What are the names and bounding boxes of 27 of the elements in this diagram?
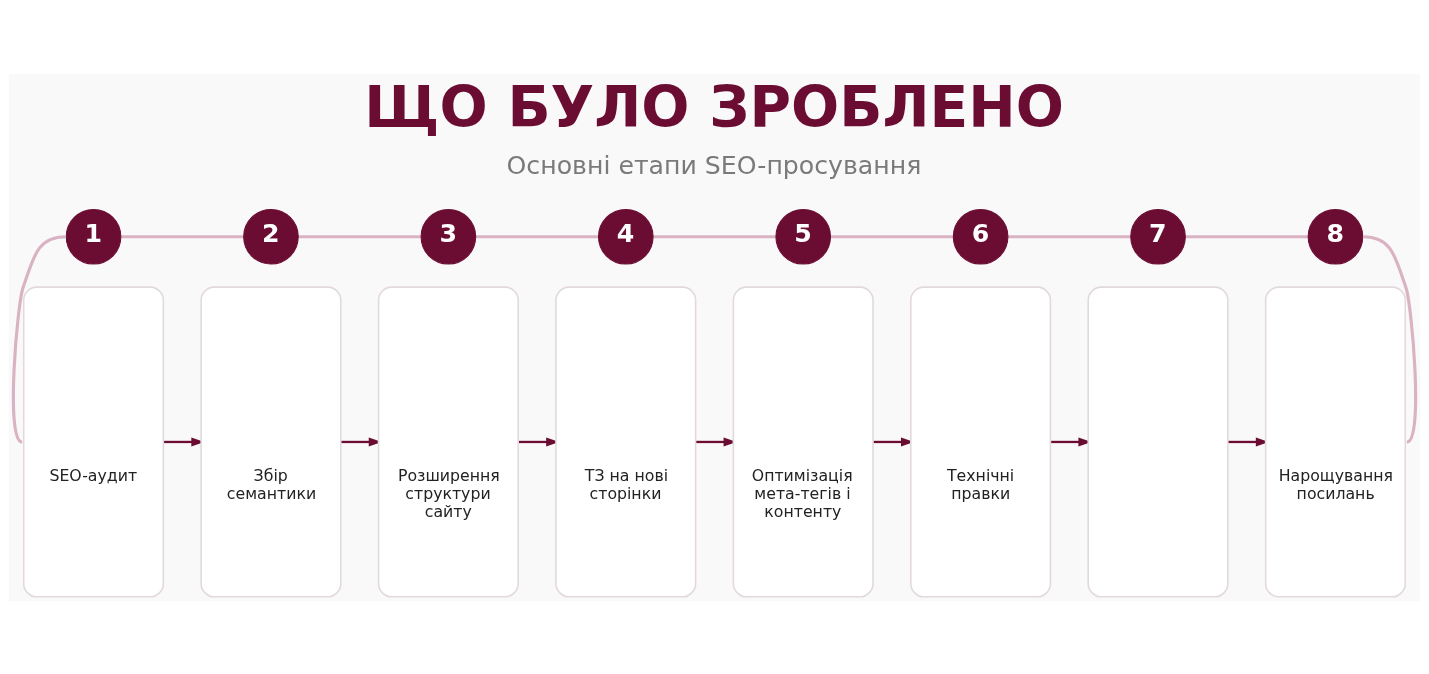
node-circle: 4 — [597, 208, 654, 265]
node-box: Оптимізація мета-тегів і контенту — [732, 285, 874, 598]
node-circle: 5 — [775, 208, 832, 265]
node-box: ТЗ на нові сторінки — [555, 285, 697, 598]
node-circle: 8 — [1307, 208, 1364, 265]
diagram-title: ЩО БУЛО ЗРОБЛЕНО — [364, 73, 1064, 140]
connector — [11, 234, 66, 443]
node-circle: 3 — [420, 208, 477, 265]
node-circle: 6 — [952, 208, 1009, 265]
connector — [120, 234, 244, 238]
label: Основні етапи SEO-просування — [506, 150, 922, 180]
node-circle: 1 — [65, 208, 122, 265]
node-circle: 2 — [243, 208, 299, 265]
node-box: Розширення структури сайту — [377, 285, 519, 598]
connector — [830, 234, 954, 238]
node-box — [1087, 285, 1229, 598]
connector — [653, 234, 776, 238]
node-box: Технічні правки — [910, 285, 1052, 598]
node-box: Збір семантики — [200, 285, 342, 598]
connector — [1363, 234, 1418, 443]
connector — [475, 234, 599, 238]
connector — [1008, 234, 1131, 238]
connector — [298, 234, 421, 238]
node-circle: 7 — [1130, 208, 1186, 265]
node-box: Нарощування посилань — [1264, 285, 1407, 598]
connector — [1185, 234, 1308, 238]
node-box: SEO-аудит — [22, 285, 165, 598]
